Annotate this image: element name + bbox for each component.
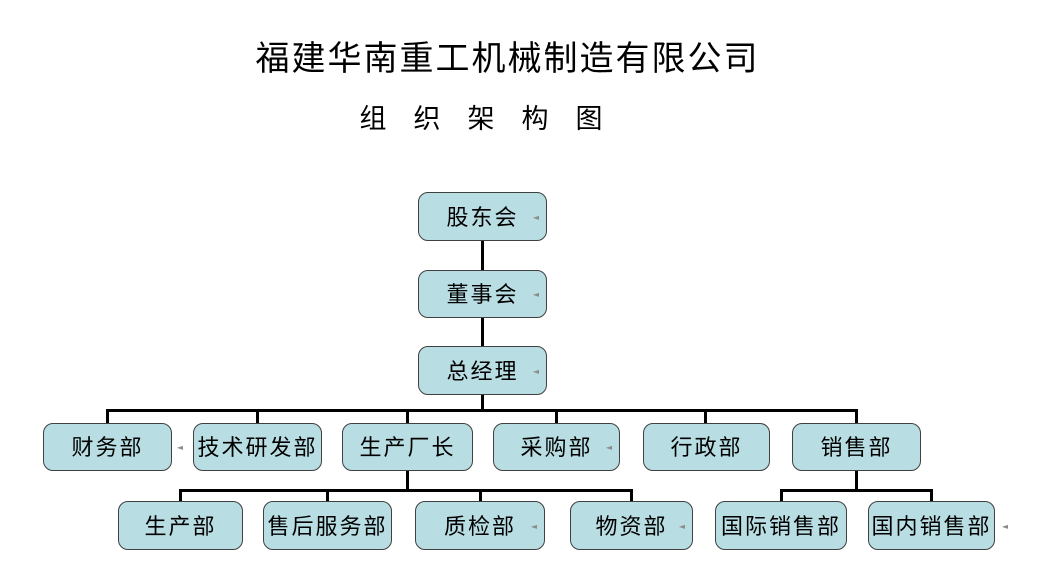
- org-node-label: 生产厂长: [359, 435, 456, 460]
- org-node-domestic-sales: 国内销售部 ◄: [868, 501, 1008, 550]
- company-title: 福建华南重工机械制造有限公司: [255, 41, 760, 78]
- connector-line: [106, 409, 109, 424]
- org-node-label: 董事会: [446, 282, 519, 307]
- org-node-sales: 销售部: [792, 423, 921, 471]
- org-node-production-director: 生产厂长: [342, 423, 473, 471]
- org-node-label: 生产部: [144, 513, 217, 539]
- org-node-label: 物资部: [595, 513, 668, 539]
- org-node-admin: 行政部: [643, 423, 770, 471]
- org-node-label: 股东会: [446, 204, 519, 230]
- connector-line: [481, 394, 484, 411]
- connector-line: [481, 317, 484, 347]
- org-node-board: 董事会 ◄: [418, 270, 547, 318]
- connector-line: [179, 489, 182, 502]
- connector-line: [555, 409, 558, 424]
- connector-line: [855, 470, 858, 489]
- org-node-label: 行政部: [670, 435, 743, 460]
- connector-line: [256, 409, 259, 424]
- org-node-label: 总经理: [446, 358, 519, 384]
- connector-line: [780, 489, 933, 492]
- connector-line: [630, 489, 633, 502]
- connector-line: [780, 489, 783, 502]
- org-node-label: 技术研发部: [197, 435, 318, 460]
- org-node-after-sales: 售后服务部: [263, 501, 392, 550]
- org-node-label: 国际销售部: [720, 513, 841, 539]
- anchor-mark-icon: ◄: [532, 212, 539, 222]
- org-node-general-manager: 总经理 ◄: [418, 346, 547, 395]
- org-node-label: 采购部: [520, 435, 593, 460]
- connector-line: [406, 470, 409, 489]
- connector-line: [704, 409, 707, 424]
- org-node-shareholders: 股东会 ◄: [418, 192, 547, 241]
- org-node-purchasing: 采购部 ◄: [493, 423, 620, 471]
- org-node-rd: 技术研发部: [193, 423, 322, 471]
- anchor-mark-icon: ◄: [176, 443, 183, 453]
- connector-line: [479, 489, 482, 502]
- anchor-mark-icon: ◄: [532, 366, 539, 376]
- anchor-mark-icon: ◄: [1001, 521, 1008, 531]
- connector-line: [930, 489, 933, 502]
- connector-line: [406, 409, 409, 424]
- anchor-mark-icon: ◄: [530, 521, 537, 531]
- connector-line: [179, 489, 633, 492]
- org-node-materials: 物资部 ◄: [570, 501, 693, 550]
- anchor-mark-icon: ◄: [532, 290, 539, 300]
- org-node-label: 销售部: [820, 435, 893, 460]
- connector-line: [855, 409, 858, 424]
- org-node-label: 财务部: [71, 435, 144, 460]
- connector-line: [481, 240, 484, 271]
- org-node-label: 国内销售部: [871, 513, 992, 539]
- org-node-label: 售后服务部: [267, 513, 388, 539]
- chart-subtitle: 组织架构图: [359, 104, 630, 134]
- connector-line: [326, 489, 329, 502]
- org-node-label: 质检部: [443, 513, 516, 539]
- org-node-intl-sales: 国际销售部: [715, 501, 847, 550]
- connector-line: [106, 409, 858, 412]
- anchor-mark-icon: ◄: [605, 443, 612, 453]
- org-node-finance: 财务部 ◄: [43, 423, 183, 471]
- anchor-mark-icon: ◄: [678, 521, 685, 531]
- org-node-qc: 质检部 ◄: [415, 501, 545, 550]
- org-node-production: 生产部: [118, 501, 243, 550]
